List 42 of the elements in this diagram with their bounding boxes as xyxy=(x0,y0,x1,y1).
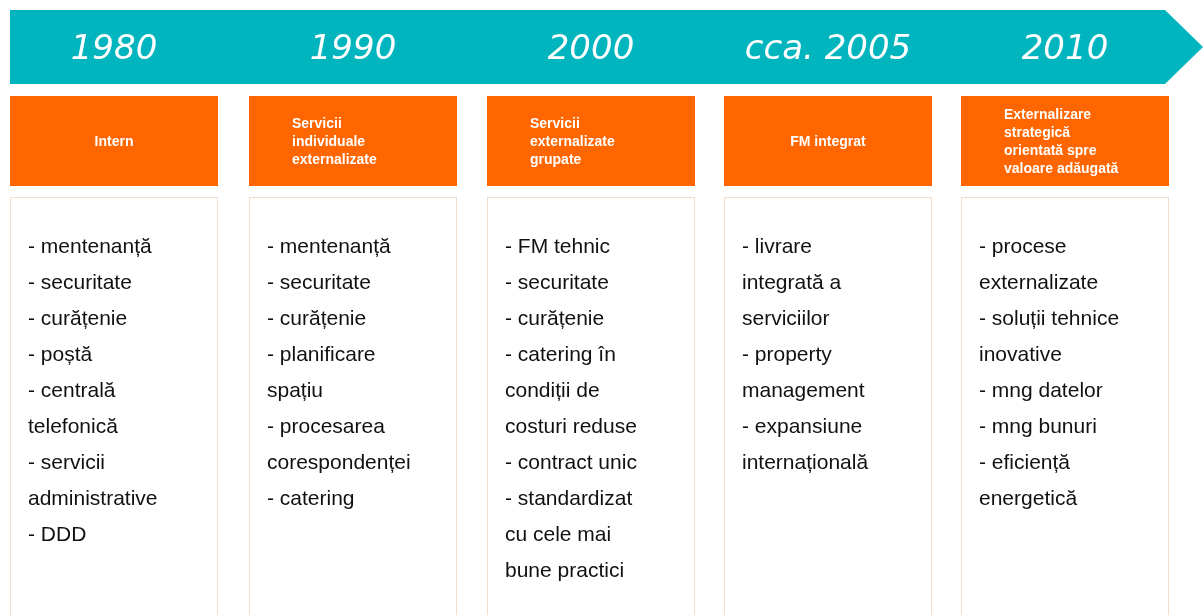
list-item: - catering xyxy=(267,485,356,511)
service-list-box xyxy=(10,197,218,615)
stage-header: Intern xyxy=(10,96,218,186)
list-item: - mng datelor xyxy=(979,377,1104,403)
list-item: - soluții tehnice inovative xyxy=(979,305,1121,367)
list-item: - mentenanță xyxy=(28,233,153,259)
stage-header: Servicii externalizate grupate xyxy=(487,96,695,186)
service-list-box xyxy=(961,197,1169,615)
list-item: - property management xyxy=(742,341,866,403)
list-item: - planificare spațiu xyxy=(267,341,377,403)
year-label: 1980 xyxy=(69,26,159,69)
list-item: - mng bunuri xyxy=(979,413,1098,439)
stage-header: FM integrat xyxy=(724,96,932,186)
list-item: - securitate xyxy=(267,269,372,295)
list-item: - eficiență energetică xyxy=(979,449,1079,511)
list-item: - livrare integrată a serviciilor xyxy=(742,233,843,331)
service-list-box xyxy=(249,197,457,615)
stage-header: Externalizare strategică orientată spre valoare adăugată xyxy=(961,96,1169,186)
list-item: - securitate xyxy=(28,269,133,295)
service-list-box xyxy=(724,197,932,615)
list-item: - catering în condiții de costuri reduse xyxy=(505,341,638,439)
list-item: - standardizat cu cele mai bune practici xyxy=(505,485,634,583)
year-label: cca. 2005 xyxy=(743,26,913,69)
stage-header: Servicii individuale externalizate xyxy=(249,96,457,186)
list-item: - procesarea corespondenței xyxy=(267,413,412,475)
list-item: - contract unic xyxy=(505,449,638,475)
list-item: - securitate xyxy=(505,269,610,295)
list-item: - curățenie xyxy=(267,305,368,331)
list-item: - servicii administrative xyxy=(28,449,159,511)
list-item: - expansiune internațională xyxy=(742,413,870,475)
list-item: - centrală telefonică xyxy=(28,377,119,439)
list-item: - curățenie xyxy=(505,305,606,331)
list-item: - poștă xyxy=(28,341,94,367)
list-item: - procese externalizate xyxy=(979,233,1100,295)
year-label: 2000 xyxy=(546,26,636,69)
list-item: - FM tehnic xyxy=(505,233,612,259)
list-item: - DDD xyxy=(28,521,88,547)
list-item: - mentenanță xyxy=(267,233,392,259)
service-list-box xyxy=(487,197,695,615)
list-item: - curățenie xyxy=(28,305,129,331)
year-label: 1990 xyxy=(308,26,398,69)
year-label: 2010 xyxy=(1020,26,1110,69)
